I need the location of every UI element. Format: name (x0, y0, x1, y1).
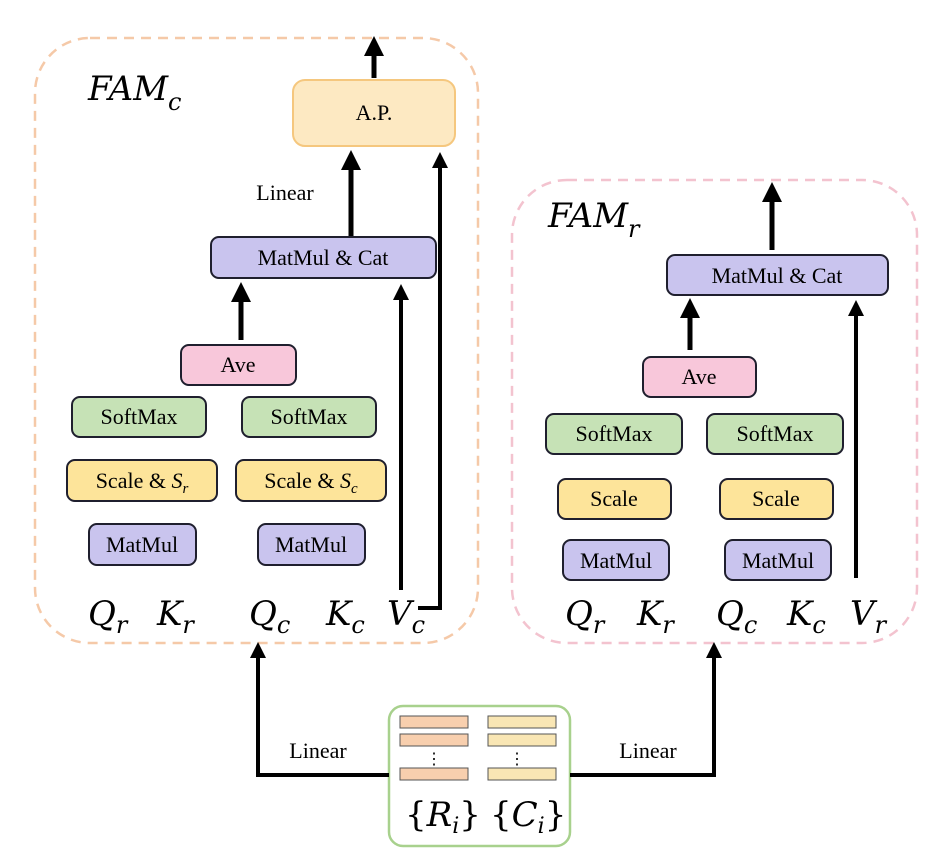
fam-c-matmul-left-box (88, 523, 197, 566)
fam-c-softmax-right-box (241, 396, 377, 438)
fam-r-var-qc: Qc (716, 594, 757, 639)
fam-r-panel (510, 178, 919, 645)
fam-c-var-vc: Vc (387, 594, 425, 639)
fam-c-scale-right-label: Scale & Sc (264, 468, 358, 497)
ap-label: A.P. (356, 100, 393, 125)
fam-c-var-kr: Kr (156, 594, 195, 639)
fam-r-var-kr: Kr (636, 594, 675, 639)
fam-r-scale-left-box (557, 478, 672, 520)
column-features-stack (487, 715, 557, 781)
fam-r-softmax-right-box (706, 413, 844, 455)
fam-c-ave-box (180, 344, 297, 386)
fam-c-matmul-cat-box (210, 236, 437, 279)
row-features-ellipsis: ⋮ (426, 751, 442, 768)
fam-r-softmax-right-label: SoftMax (737, 421, 814, 446)
column-features-label: {Ci} (490, 795, 566, 839)
fam-c-scale-left-box (66, 459, 218, 502)
input-linear-left-label: Linear (289, 738, 347, 763)
fam-c-matmul-right-box (257, 523, 366, 566)
fam-r-ave-box (642, 356, 757, 398)
fam-r-softmax-left-label: SoftMax (576, 421, 653, 446)
fam-c-var-kc: Kc (325, 594, 365, 639)
fam-c-scale-right-box (235, 459, 387, 502)
fam-c-ave-label: Ave (220, 352, 255, 377)
fam-r-title: FAMr (547, 196, 641, 243)
fam-r-softmax-left-box (545, 413, 683, 455)
fam-c-panel (33, 36, 480, 645)
fam-r-matmul-left-box (562, 539, 670, 581)
fam-c-vc-to-ap-arrow (418, 152, 448, 610)
fam-c-matmul-right-label: MatMul (275, 532, 347, 557)
fam-r-matmul-cat-box (666, 254, 889, 296)
fam-c-var-qr: Qr (88, 594, 129, 639)
input-linear-right-label: Linear (619, 738, 677, 763)
fam-r-matmul-left-label: MatMul (580, 548, 652, 573)
fam-c-softmax-left-box (71, 396, 207, 438)
fam-c-scale-left-label: Scale & Sr (96, 468, 189, 497)
fam-r-var-qr: Qr (565, 594, 606, 639)
row-features-stack (399, 715, 469, 781)
fam-r-matmul-cat-label: MatMul & Cat (712, 263, 843, 288)
fam-r-ave-label: Ave (681, 364, 716, 389)
row-features-label: {Ri} (405, 795, 481, 839)
fam-r-var-kc: Kc (786, 594, 826, 639)
input-to-fam-c-arrow (250, 642, 389, 777)
fam-r-scale-right-label: Scale (752, 486, 800, 511)
fam-r-var-vr: Vr (850, 594, 888, 639)
fam-r-matmul-right-box (724, 539, 832, 581)
input-to-fam-r-arrow (570, 642, 722, 777)
column-features-ellipsis: ⋮ (509, 751, 525, 768)
fam-c-softmax-left-label: SoftMax (101, 404, 178, 429)
fam-r-matmul-right-label: MatMul (742, 548, 814, 573)
fam-c-title: FAMc (87, 69, 181, 116)
fam-c-softmax-right-label: SoftMax (271, 404, 348, 429)
fam-r-scale-right-box (719, 478, 834, 520)
fam-c-linear-label: Linear (256, 180, 314, 205)
fam-r-scale-left-label: Scale (590, 486, 638, 511)
ap-box (292, 79, 456, 147)
fam-c-matmul-cat-label: MatMul & Cat (258, 245, 389, 270)
fam-c-matmul-left-label: MatMul (106, 532, 178, 557)
fam-c-var-qc: Qc (249, 594, 290, 639)
